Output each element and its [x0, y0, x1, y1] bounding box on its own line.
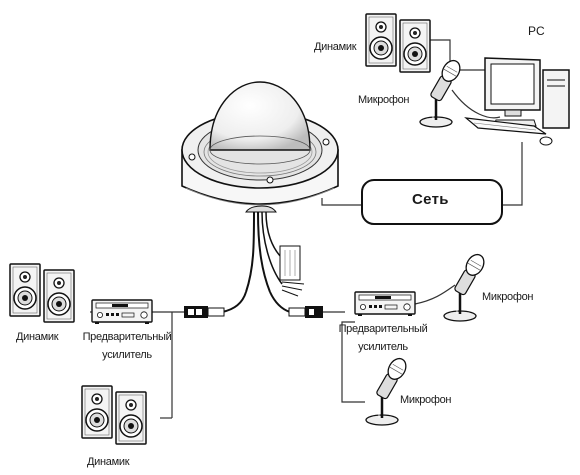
microphone-bottom-label: Микрофон [400, 394, 452, 406]
preamp-left-label-line2: усилитель [102, 349, 152, 361]
connection-lines [90, 39, 523, 419]
microphone-pc-label: Микрофон [358, 94, 410, 106]
microphone-bottom-icon [364, 354, 411, 427]
pc-computer [464, 57, 570, 146]
speaker-bottom-label: Динамик [87, 456, 130, 468]
speaker-left-icon [10, 264, 74, 322]
network-label: Сеть [412, 191, 449, 208]
dome-camera [181, 81, 339, 213]
speaker-left-label: Динамик [16, 331, 59, 343]
preamp-right-label-line1: Предварительный [338, 323, 428, 335]
preamp-right-icon [354, 291, 416, 317]
microphone-right-icon [442, 250, 489, 323]
pc-label: PC [528, 24, 545, 38]
camera-cable [184, 211, 323, 318]
microphone-right-label: Микрофон [482, 291, 534, 303]
preamp-left-icon [91, 299, 153, 325]
preamp-right-label-line2: усилитель [358, 341, 408, 353]
network-box [361, 179, 503, 225]
preamp-left-label-line1: Предварительный [82, 331, 172, 343]
speaker-pc-label: Динамик [314, 41, 357, 53]
speaker-bottom-icon [82, 386, 146, 444]
speaker-pc-icon [366, 14, 430, 72]
